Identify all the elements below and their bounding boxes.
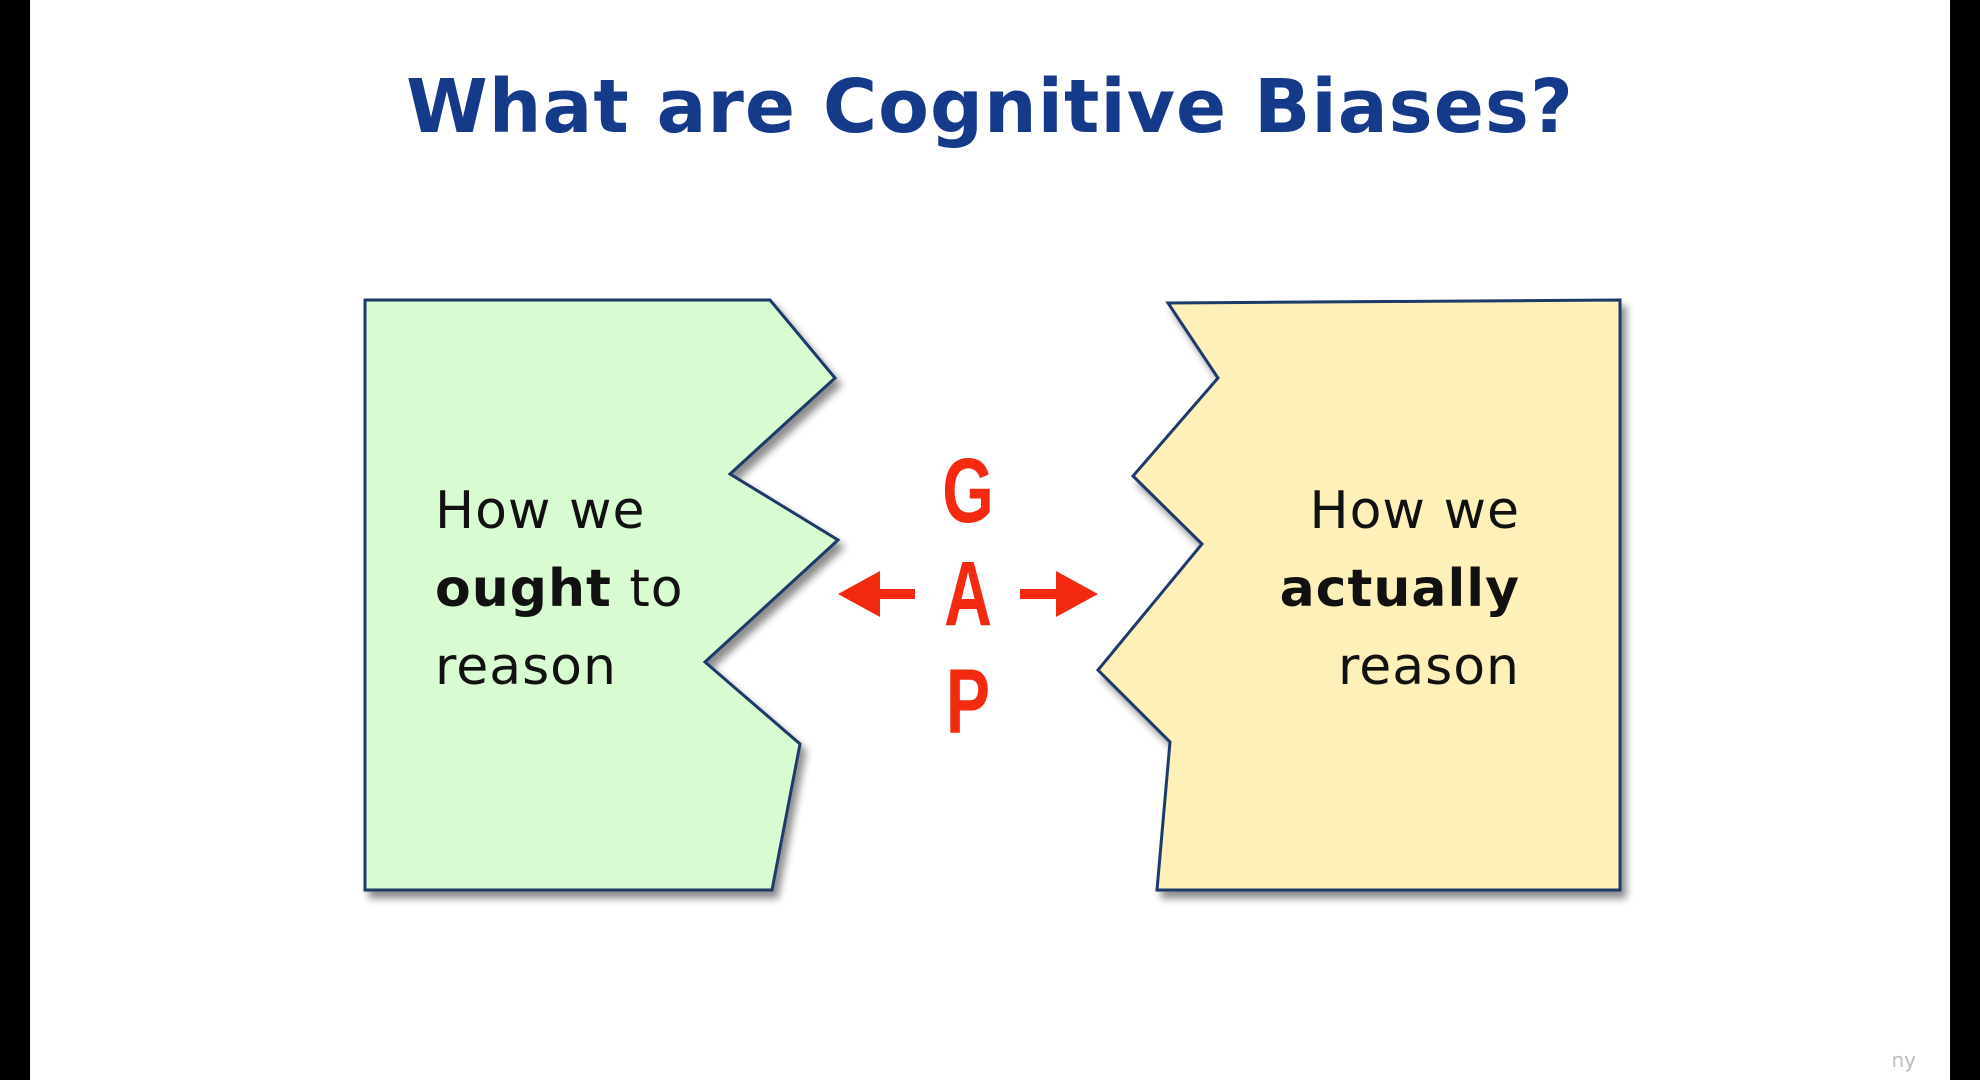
slide: What are Cognitive Biases? G A P	[30, 0, 1950, 1080]
left-torn-box	[363, 298, 841, 892]
left-arrow-icon	[838, 571, 915, 617]
left-line-2-rest: to	[611, 559, 684, 619]
right-torn-box	[1095, 298, 1622, 892]
gap-letter-g: G	[942, 440, 994, 542]
gap-letter-a: A	[944, 543, 992, 645]
left-line-3: reason	[435, 637, 617, 697]
right-line-2: actually	[1205, 550, 1520, 628]
watermark: ny	[1891, 1048, 1916, 1072]
left-box-text: How we ought to reason	[435, 472, 684, 706]
right-line-1: How we	[1309, 481, 1520, 541]
left-emphasis: ought	[435, 559, 612, 619]
diagram	[363, 298, 1622, 892]
right-box-text: How we actually reason	[1205, 472, 1520, 706]
left-line-1: How we	[435, 481, 646, 541]
gap-letter-p: P	[945, 651, 991, 753]
right-arrow-icon	[1020, 571, 1098, 617]
slide-title: What are Cognitive Biases?	[406, 64, 1574, 150]
left-line-2: ought to	[435, 550, 684, 628]
right-line-3: reason	[1338, 637, 1520, 697]
right-emphasis: actually	[1279, 559, 1520, 619]
